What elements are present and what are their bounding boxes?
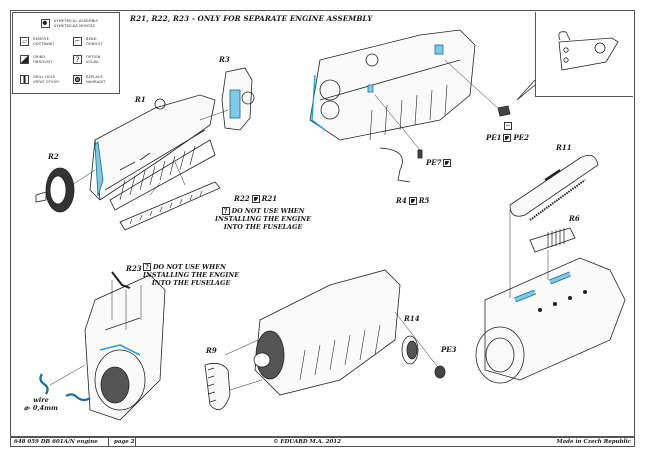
label-pe7: PE7: [426, 158, 453, 167]
pe7-part-drawing: [417, 149, 423, 159]
r14-part-drawing: [394, 311, 441, 371]
r11-exhaust-drawing: [509, 154, 599, 221]
label-r21: R21: [261, 194, 278, 203]
bend-icon: ⌐: [504, 122, 512, 130]
option-icon: ?: [221, 207, 230, 215]
r22-rail-drawing: [119, 161, 221, 231]
footer-copyright: © EDUARD M.A. 2012: [273, 439, 341, 445]
r1-highlight-part: [94, 141, 104, 197]
wire-piece-1: [39, 373, 49, 395]
replace-icon: [73, 75, 82, 84]
page-title: R21, R22, R23 - ONLY FOR SEPARATE ENGINE…: [130, 14, 373, 23]
symbol-legend: SYMETRICAL ASSEMBLY SYMETRICKÁ MONTÁŽ ▱ …: [12, 12, 120, 94]
symmetrical-assembly-icon: [503, 134, 512, 142]
detail-inset: [535, 12, 633, 97]
symmetrical-assembly-icon: [251, 195, 260, 203]
inset-callout: [516, 79, 536, 101]
legend-item-remove: ▱ REMOVE ODSTRANIT: [20, 37, 55, 46]
wire-note: wire ⌀- 0,4mm: [24, 396, 58, 412]
main-engine-top-drawing: [309, 29, 501, 183]
symmetrical-assembly-icon: [408, 197, 417, 205]
bracket-detail-drawing: [558, 31, 619, 71]
note-do-not-use-r21: ?DO NOT USE WHEN INSTALLING THE ENGINE I…: [215, 207, 312, 231]
label-r3: R3: [219, 55, 230, 64]
label-r9: R9: [206, 346, 217, 355]
label-r11: R11: [556, 143, 572, 152]
pe3-part-drawing: [434, 365, 446, 379]
grind-icon: [20, 55, 29, 64]
engine-bottom-right-drawing: [475, 210, 626, 384]
legend-item-replace: REPLACE NAHRADIT: [73, 75, 105, 84]
pe1-part-drawing: [497, 105, 511, 117]
remove-icon: ▱: [20, 37, 29, 46]
footer-divider: [135, 438, 137, 446]
label-pe3: PE3: [441, 345, 457, 354]
r1-engine-block-drawing: [89, 94, 216, 211]
legend-item-grind: GRIND OBROUSIT: [20, 55, 53, 64]
bend-icon-box: ⌐: [504, 121, 514, 130]
label-r23: R23: [126, 264, 142, 273]
r3-part-drawing: [199, 67, 255, 131]
label-r22: R22: [234, 194, 250, 203]
legend-item-bend: ⌐ BEND OHNOUT: [73, 37, 103, 46]
footer-product: 648 059 DB 601A/N engine: [14, 439, 98, 445]
footer-origin: Made in Czech Republic: [556, 439, 631, 445]
legend-item-option: ? OPTION VOLBA: [73, 55, 100, 64]
engine-bottom-left-drawing: [49, 271, 166, 421]
r6-part-drawing: [529, 227, 576, 253]
legend-item-symmetrical: SYMETRICAL ASSEMBLY SYMETRICKÁ MONTÁŽ: [41, 19, 98, 28]
symmetrical-assembly-icon: [41, 19, 50, 28]
bend-icon: ⌐: [73, 37, 82, 46]
symmetrical-assembly-icon: [443, 159, 452, 167]
page-frame: [10, 10, 635, 437]
engine-bottom-center-drawing: [224, 269, 401, 396]
label-r1: R1: [135, 95, 146, 104]
option-icon: ?: [143, 263, 151, 271]
legend-item-drill-hole: DRILL HOLE VRTAT OTVOR: [20, 75, 59, 84]
label-r14: R14: [404, 314, 420, 323]
page-footer: 648 059 DB 601A/N engine page 2 © EDUARD…: [10, 437, 635, 447]
label-r2: R2: [48, 152, 59, 161]
wire-piece-2: [65, 393, 91, 402]
footer-page: page 2: [114, 439, 135, 445]
r9-fan-drawing: [204, 362, 231, 411]
footer-divider: [108, 438, 110, 446]
note-do-not-use-r23: ?DO NOT USE WHEN INSTALLING THE ENGINE I…: [143, 263, 240, 287]
label-r22-r21: R22 R21: [234, 194, 277, 203]
label-r6: R6: [569, 214, 580, 223]
option-icon: ?: [73, 55, 82, 64]
drill-hole-icon: [20, 75, 29, 84]
r2-part-drawing: [35, 167, 96, 213]
